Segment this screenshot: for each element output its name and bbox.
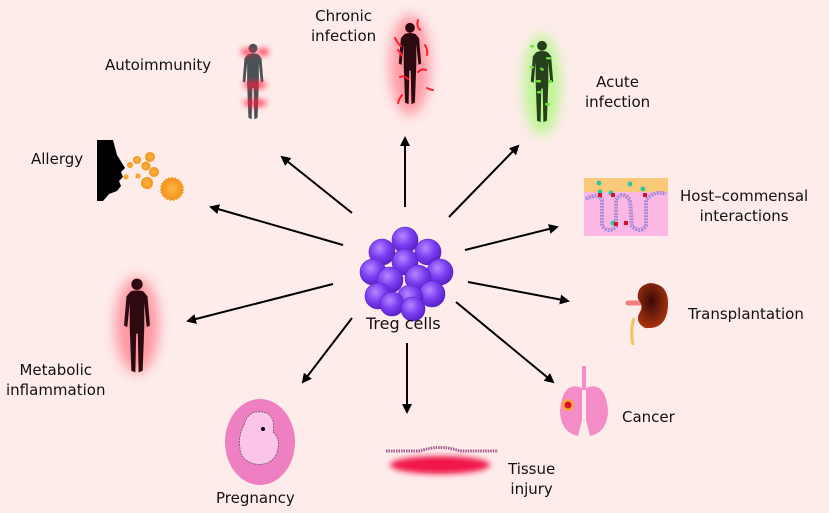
arrow-to-acute-infection — [448, 144, 520, 218]
arrow-to-host-commensal — [464, 224, 559, 251]
host-commensal-line1: Host–commensal — [680, 187, 809, 205]
arrow-to-transplantation — [467, 281, 570, 305]
arrow-to-allergy — [209, 204, 344, 246]
tissue-injury-line2: injury — [510, 480, 553, 498]
chronic-infection-label: Chronic infection — [311, 6, 376, 46]
autoimmunity-label: Autoimmunity — [105, 56, 212, 74]
metabolic-line1: Metabolic — [19, 361, 92, 379]
tissue-injury-icon — [386, 446, 498, 474]
cancer-label: Cancer — [622, 408, 675, 426]
arrow-to-pregnancy — [301, 317, 353, 384]
arrow-to-autoimmunity — [280, 155, 353, 214]
lungs-cancer-icon — [560, 366, 608, 436]
treg-cells-label: Treg cells — [366, 314, 441, 333]
acute-infection-person-icon — [524, 35, 560, 135]
kidney-transplant-icon — [625, 283, 669, 346]
chronic-infection-person-icon — [390, 15, 434, 115]
acute-infection-line1: Acute — [596, 73, 640, 91]
host-commensal-line2: interactions — [699, 207, 789, 225]
autoimmunity-person-icon — [241, 43, 269, 120]
allergy-face-icon — [97, 140, 184, 201]
metabolic-inflammation-label: Metabolic inflammation — [6, 360, 105, 400]
tissue-injury-line1: Tissue — [508, 460, 556, 478]
tissue-injury-label: Tissue injury — [508, 459, 555, 499]
allergy-label: Allergy — [31, 150, 84, 168]
transplantation-label: Transplantation — [688, 305, 804, 323]
chronic-infection-line1: Chronic — [315, 7, 373, 25]
host-commensal-icon — [584, 178, 668, 236]
chronic-infection-line2: infection — [311, 27, 377, 45]
pregnancy-label: Pregnancy — [216, 489, 295, 507]
acute-infection-line2: infection — [585, 93, 651, 111]
arrow-to-cancer — [455, 301, 555, 384]
arrow-to-metabolic — [186, 283, 334, 324]
metabolic-line2: inflammation — [6, 381, 106, 399]
metabolic-inflammation-person-icon — [115, 277, 159, 373]
treg-cells-cluster-icon — [359, 226, 454, 322]
host-commensal-label: Host–commensal interactions — [680, 186, 808, 226]
acute-infection-label: Acute infection — [585, 72, 650, 112]
pregnancy-embryo-icon — [225, 399, 295, 485]
arrows — [186, 136, 570, 414]
